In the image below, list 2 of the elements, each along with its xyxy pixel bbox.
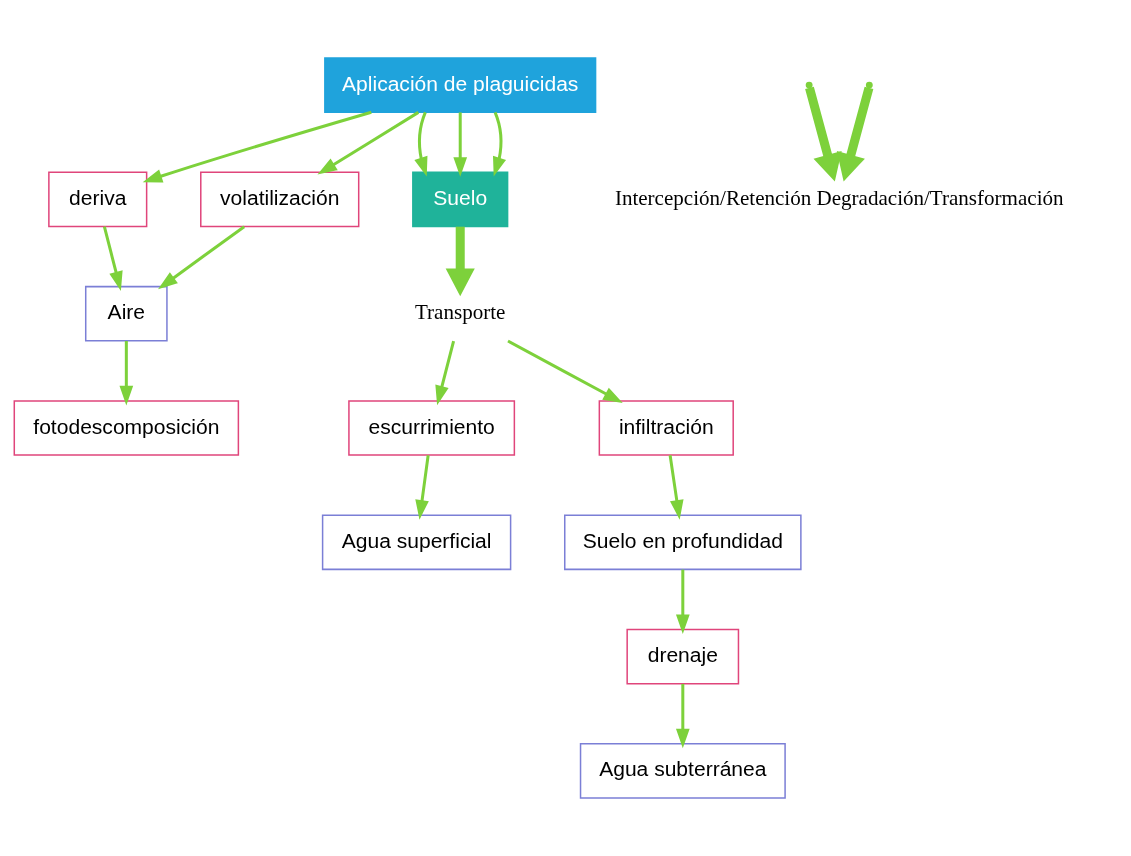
node-text: Transporte [415,300,506,325]
node-text: Intercepción/Retención Degradación/Transformación [614,185,1064,210]
